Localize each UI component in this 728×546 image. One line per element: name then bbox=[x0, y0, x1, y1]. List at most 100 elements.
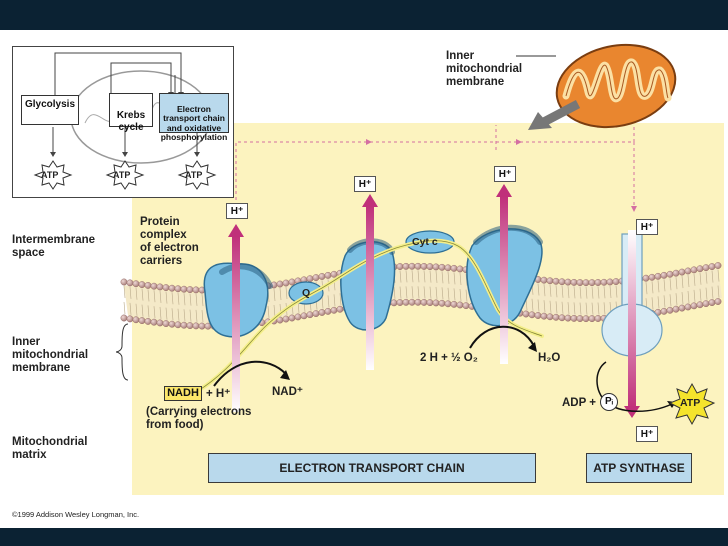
lipid-head bbox=[540, 276, 548, 284]
lipid-head bbox=[666, 306, 674, 314]
lipid-tail bbox=[135, 287, 138, 316]
lipid-head bbox=[276, 280, 284, 288]
nadh-label: NADH bbox=[167, 387, 199, 399]
lipid-head bbox=[528, 311, 536, 319]
proton-arrow-1 bbox=[228, 224, 244, 412]
lipid-head bbox=[138, 281, 146, 288]
lipid-head bbox=[552, 277, 560, 285]
label-atp-out: ATP bbox=[680, 397, 701, 409]
lipid-head bbox=[120, 314, 128, 322]
lipid-tail bbox=[435, 270, 438, 299]
lipid-tail bbox=[591, 286, 594, 315]
lipid-tail bbox=[693, 273, 696, 302]
label-intermembrane-space: Intermembrane space bbox=[12, 234, 96, 259]
lipid-tail bbox=[399, 270, 402, 299]
lipid-head bbox=[318, 309, 326, 316]
lipid-tail bbox=[669, 278, 672, 307]
lipid-tail bbox=[123, 285, 126, 315]
lipid-head bbox=[396, 263, 404, 270]
lipid-tail bbox=[585, 286, 588, 315]
lipid-tail bbox=[159, 290, 162, 319]
lipid-tail bbox=[453, 272, 456, 301]
lipid-tail bbox=[717, 269, 720, 298]
lipid-head bbox=[132, 316, 140, 324]
lipid-head bbox=[450, 300, 458, 308]
lipid-head bbox=[462, 302, 470, 310]
lipid-head bbox=[192, 286, 200, 294]
lipid-head bbox=[684, 267, 692, 275]
lipid-head bbox=[174, 285, 182, 293]
lipid-head bbox=[588, 279, 596, 287]
lipid-head bbox=[168, 320, 176, 328]
lipid-head bbox=[138, 317, 146, 324]
lipid-head bbox=[414, 262, 422, 270]
hplus-3: H⁺ bbox=[494, 166, 516, 182]
lipid-head bbox=[282, 279, 290, 287]
lipid-tail bbox=[663, 279, 666, 308]
lipid-head bbox=[144, 318, 152, 325]
proton-path-arrowheads bbox=[366, 139, 637, 212]
lipid-tail bbox=[417, 270, 420, 299]
label-nad: NAD⁺ bbox=[272, 386, 303, 398]
lipid-head bbox=[684, 303, 692, 311]
lipid-head bbox=[702, 300, 710, 308]
q-carrier bbox=[288, 281, 324, 305]
inset-etc-label: Electron transport chain and oxidative p… bbox=[160, 103, 228, 142]
lipid-head bbox=[540, 312, 548, 320]
inset-overview: Glycolysis Krebs cycle Electron transpor… bbox=[12, 46, 234, 198]
lipid-head bbox=[426, 263, 434, 271]
lipid-head bbox=[288, 314, 296, 322]
bottom-bar bbox=[0, 528, 728, 546]
inset-krebs-label: Krebs cycle bbox=[116, 110, 146, 133]
hplus-5: H⁺ bbox=[636, 426, 658, 442]
lipid-tail bbox=[579, 286, 582, 315]
inset-atp-3: ATP bbox=[185, 170, 203, 180]
lipid-head bbox=[534, 312, 542, 319]
lipid-head bbox=[126, 315, 134, 323]
proton-arrow-3 bbox=[496, 184, 512, 364]
membrane-brace bbox=[115, 323, 129, 381]
inset-glycolysis-label: Glycolysis bbox=[24, 99, 76, 110]
lipid-head bbox=[660, 271, 668, 279]
lipid-head bbox=[660, 307, 668, 315]
lipid-head bbox=[456, 301, 464, 309]
lipid-head bbox=[672, 305, 680, 313]
lipid-tail bbox=[273, 288, 276, 318]
proton-arrow-2 bbox=[362, 194, 378, 370]
lipid-head bbox=[396, 299, 404, 306]
lipid-tail bbox=[699, 272, 702, 301]
lipid-head bbox=[330, 306, 338, 314]
lipid-tail bbox=[195, 293, 198, 322]
lipid-head bbox=[330, 270, 338, 278]
lipid-head bbox=[420, 263, 428, 270]
lipid-head bbox=[198, 322, 206, 330]
lipid-head bbox=[144, 282, 152, 289]
label-q: Q bbox=[302, 287, 311, 299]
lipid-head bbox=[444, 300, 452, 308]
lipid-head bbox=[696, 301, 704, 309]
lipid-tail bbox=[603, 286, 606, 315]
water-arrow bbox=[469, 325, 535, 349]
lipid-head bbox=[552, 313, 560, 321]
atp-synthase-label-box: ATP SYNTHASE bbox=[586, 453, 692, 483]
lipid-tail bbox=[687, 274, 690, 303]
lipid-tail bbox=[675, 277, 678, 306]
lipid-head bbox=[450, 264, 458, 272]
lipid-head bbox=[708, 299, 716, 306]
lipid-head bbox=[156, 319, 164, 327]
lipid-head bbox=[420, 299, 428, 306]
lipid-head bbox=[558, 314, 566, 322]
lipid-head bbox=[570, 278, 578, 286]
lipid-head bbox=[522, 310, 530, 318]
lipid-head bbox=[690, 302, 698, 310]
label-water: H₂O bbox=[538, 352, 561, 364]
lipid-head bbox=[294, 313, 302, 321]
lipid-tail bbox=[177, 292, 180, 321]
lipid-head bbox=[414, 298, 422, 306]
lipid-head bbox=[690, 266, 698, 274]
lipid-head bbox=[564, 314, 572, 322]
lipid-head bbox=[594, 315, 602, 322]
lipid-head bbox=[408, 262, 416, 270]
